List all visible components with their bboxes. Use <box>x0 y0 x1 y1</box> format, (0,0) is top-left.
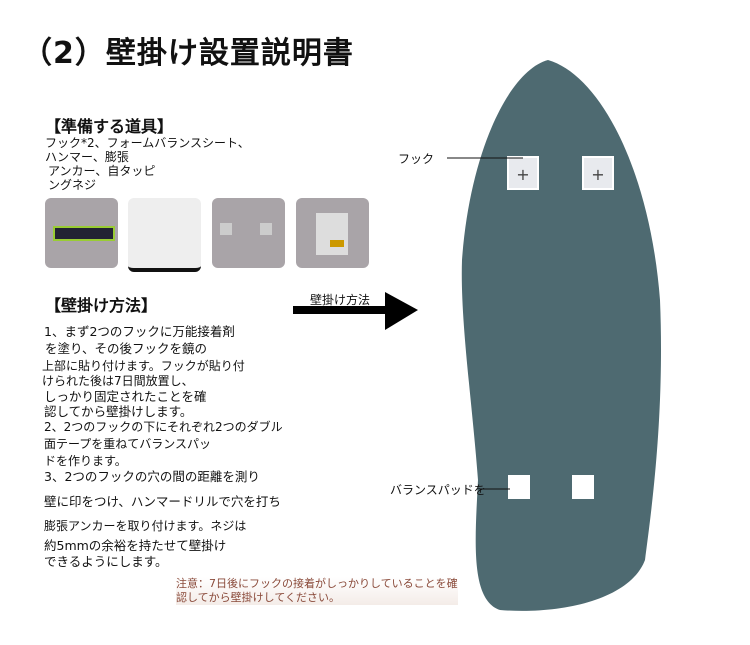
tools-line: フック*2、フォームバランスシート、 <box>45 136 250 150</box>
tools-line: ハンマー、膨張 <box>45 150 129 164</box>
method-line: できるようにします。 <box>44 554 168 569</box>
mirror-shape <box>461 60 662 611</box>
hook-right <box>582 156 614 190</box>
pad-label: バランスパッドを <box>390 483 486 497</box>
tools-line: アンカー、自タッピ <box>48 164 156 178</box>
method-line: 2、2つのフックの下にそれぞれ2つのダブル <box>44 420 283 434</box>
arrow-label: 壁掛け方法 <box>310 293 371 307</box>
tool-image-hooks <box>212 198 285 268</box>
hook-label: フック <box>398 152 435 166</box>
page-title: （2）壁掛け設置説明書 <box>22 36 354 71</box>
method-line: けられた後は7日間放置し、 <box>42 374 194 388</box>
tools-line: ングネジ <box>48 178 97 192</box>
method-line: 上部に貼り付けます。フックが貼り付 <box>42 359 245 373</box>
tool-image-hammer-drill <box>45 198 118 268</box>
method-line: 約5mmの余裕を持たせて壁掛け <box>44 538 227 553</box>
plus-icon: + <box>516 165 529 184</box>
method-line: 3、2つのフックの穴の間の距離を測り <box>44 469 260 484</box>
method-line: 膨張アンカーを取り付けます。ネジは <box>44 519 247 533</box>
tools-heading: 【準備する道具】 <box>45 117 174 136</box>
arrow-shaft <box>293 306 385 314</box>
method-line: ドを作ります。 <box>44 454 127 468</box>
plus-icon: + <box>591 165 604 184</box>
method-line: 面テープを重ねてバランスパッ <box>44 437 212 451</box>
method-line: 認してから壁掛けします。 <box>44 404 193 419</box>
caution-line: 注意：7日後にフックの接着がしっかりしていることを確 <box>176 577 458 590</box>
balance-pad-left <box>508 475 530 499</box>
hook-left <box>507 156 539 190</box>
tool-image-foam-sheet <box>128 198 201 272</box>
arrow-head <box>385 292 418 330</box>
method-line: 1、まず2つのフックに万能接着剤 <box>44 324 235 339</box>
method-line: 壁に印をつけ、ハンマードリルで穴を打ち <box>44 494 281 509</box>
caution-line: 認してから壁掛けしてください。 <box>176 591 341 604</box>
method-line: しっかり固定されたことを確 <box>44 389 207 404</box>
balance-pad-right <box>572 475 594 499</box>
method-heading: 【壁掛け方法】 <box>45 296 158 315</box>
tool-image-anchors <box>296 198 369 268</box>
caution-note: 注意：7日後にフックの接着がしっかりしていることを確 認してから壁掛けしてくださ… <box>176 577 458 605</box>
method-line: を塗り、その後フックを鏡の <box>45 341 208 356</box>
